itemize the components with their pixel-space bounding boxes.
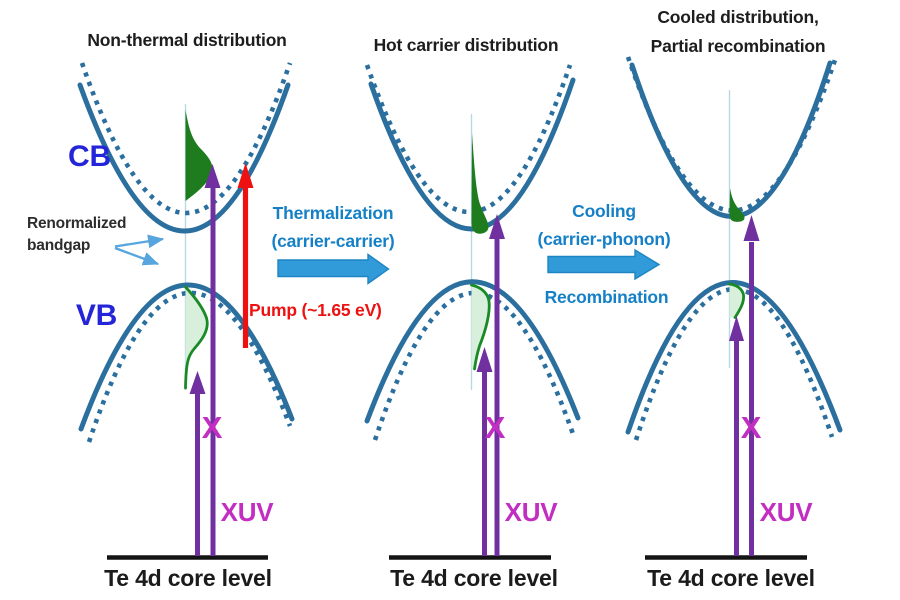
electron-distribution-hot xyxy=(471,133,489,234)
vb-dotted-curve xyxy=(372,290,576,441)
cooling-label: Cooling (carrier-phonon) xyxy=(519,197,689,253)
xuv-arrowhead xyxy=(189,371,206,394)
thermalization-arrow xyxy=(277,253,390,285)
vb-solid-curve xyxy=(78,282,295,432)
renormalized-bandgap-line2: bandgap xyxy=(27,237,91,254)
cooling-arrow xyxy=(547,248,661,281)
xuv-label: XUV xyxy=(504,497,558,527)
renormalized-bandgap-line1: Renormalized xyxy=(27,215,127,232)
x-transition-label: X xyxy=(201,410,223,445)
core-level-label: Te 4d core level xyxy=(390,565,558,591)
xuv-probe-arrows xyxy=(189,164,760,556)
electron-distribution-cooled xyxy=(729,188,745,222)
cb-solid-curve xyxy=(77,82,291,234)
hole-distribution-nonthermal-outline xyxy=(184,285,209,390)
middle-panel-bands xyxy=(364,64,581,441)
panel-title-hot-carrier: Hot carrier distribution xyxy=(373,35,559,55)
xuv-arrowhead xyxy=(476,347,493,372)
pump-arrowhead xyxy=(237,163,254,188)
renormalized-bandgap-pointers xyxy=(114,234,165,266)
recombination-label: Recombination xyxy=(544,287,669,307)
panel-title-nonthermal: Non-thermal distribution xyxy=(87,30,287,50)
cb-dotted-curve xyxy=(79,62,293,216)
vb-solid-curve xyxy=(364,279,581,424)
vb-band-label: VB xyxy=(75,299,118,332)
electron-distribution-nonthermal xyxy=(185,110,213,201)
panel-title-cooled: Cooled distribution, Partial recombinati… xyxy=(628,3,848,61)
xuv-arrowhead xyxy=(743,215,760,241)
left-panel-bands xyxy=(77,62,295,443)
thermalization-label: Thermalization (carrier-carrier) xyxy=(248,199,418,255)
core-level-label: Te 4d core level xyxy=(647,565,815,591)
cooling-line2: (carrier-phonon) xyxy=(537,229,671,249)
hole-distributions xyxy=(184,282,746,390)
cooling-line1: Cooling xyxy=(572,201,636,221)
pointer-to-vb-edge xyxy=(114,246,160,266)
pointer-to-cb-edge xyxy=(114,234,165,249)
xuv-arrowhead xyxy=(204,164,221,188)
xuv-label: XUV xyxy=(759,497,813,527)
hole-distribution-nonthermal-fill xyxy=(185,287,208,388)
hole-distribution-cooled-outline xyxy=(728,282,746,319)
hole-distribution-cooled-fill xyxy=(729,284,744,318)
thermalization-line1: Thermalization xyxy=(272,203,394,223)
pump-arrow xyxy=(237,163,254,348)
xuv-arrowhead xyxy=(489,214,505,239)
electron-distributions xyxy=(185,110,745,234)
core-level-label: Te 4d core level xyxy=(104,565,272,591)
hole-distribution-hot-fill xyxy=(471,285,490,369)
cb-solid-curve xyxy=(368,77,576,232)
transition-arrows xyxy=(277,248,661,285)
x-transition-label: X xyxy=(740,410,762,445)
panel-title-cooled-line2: Partial recombination xyxy=(650,36,826,56)
vb-dotted-curve xyxy=(86,290,293,443)
vb-solid-curve xyxy=(625,280,843,435)
cb-dotted-curve xyxy=(364,64,573,215)
hole-distribution-hot-outline xyxy=(470,283,491,371)
xuv-label: XUV xyxy=(220,497,274,527)
x-transition-label: X xyxy=(484,410,506,445)
panel-title-cooled-line1: Cooled distribution, xyxy=(657,7,819,27)
xuv-arrowhead xyxy=(729,316,744,341)
thermalization-line2: (carrier-carrier) xyxy=(271,231,395,251)
cb-band-label: CB xyxy=(68,140,111,173)
pump-label: Pump (~1.65 eV) xyxy=(249,300,382,320)
renormalized-bandgap-label: Renormalized bandgap xyxy=(27,213,167,257)
